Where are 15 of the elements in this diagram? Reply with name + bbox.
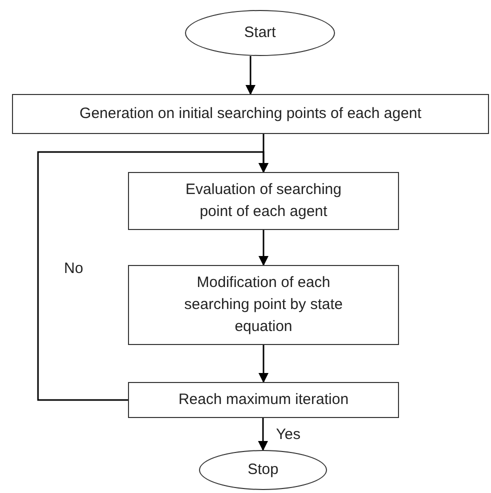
node-text: Evaluation of searching point of each agent (184, 180, 342, 222)
node-text: Start (244, 23, 276, 43)
arrow (246, 56, 256, 95)
node-text: Reach maximum iteration (178, 390, 349, 410)
node-text: Generation on initial searching points of each agent (80, 104, 422, 124)
arrow (37, 151, 268, 401)
arrow (258, 418, 268, 451)
node-text: Stop (248, 460, 278, 480)
process-box (128, 172, 399, 230)
node-text: Modification of each searching point by state equation (183, 273, 344, 337)
process-box (128, 382, 399, 418)
process-box (12, 94, 489, 134)
arrow (258, 230, 268, 266)
arrow (258, 345, 268, 383)
process-box (128, 265, 399, 345)
